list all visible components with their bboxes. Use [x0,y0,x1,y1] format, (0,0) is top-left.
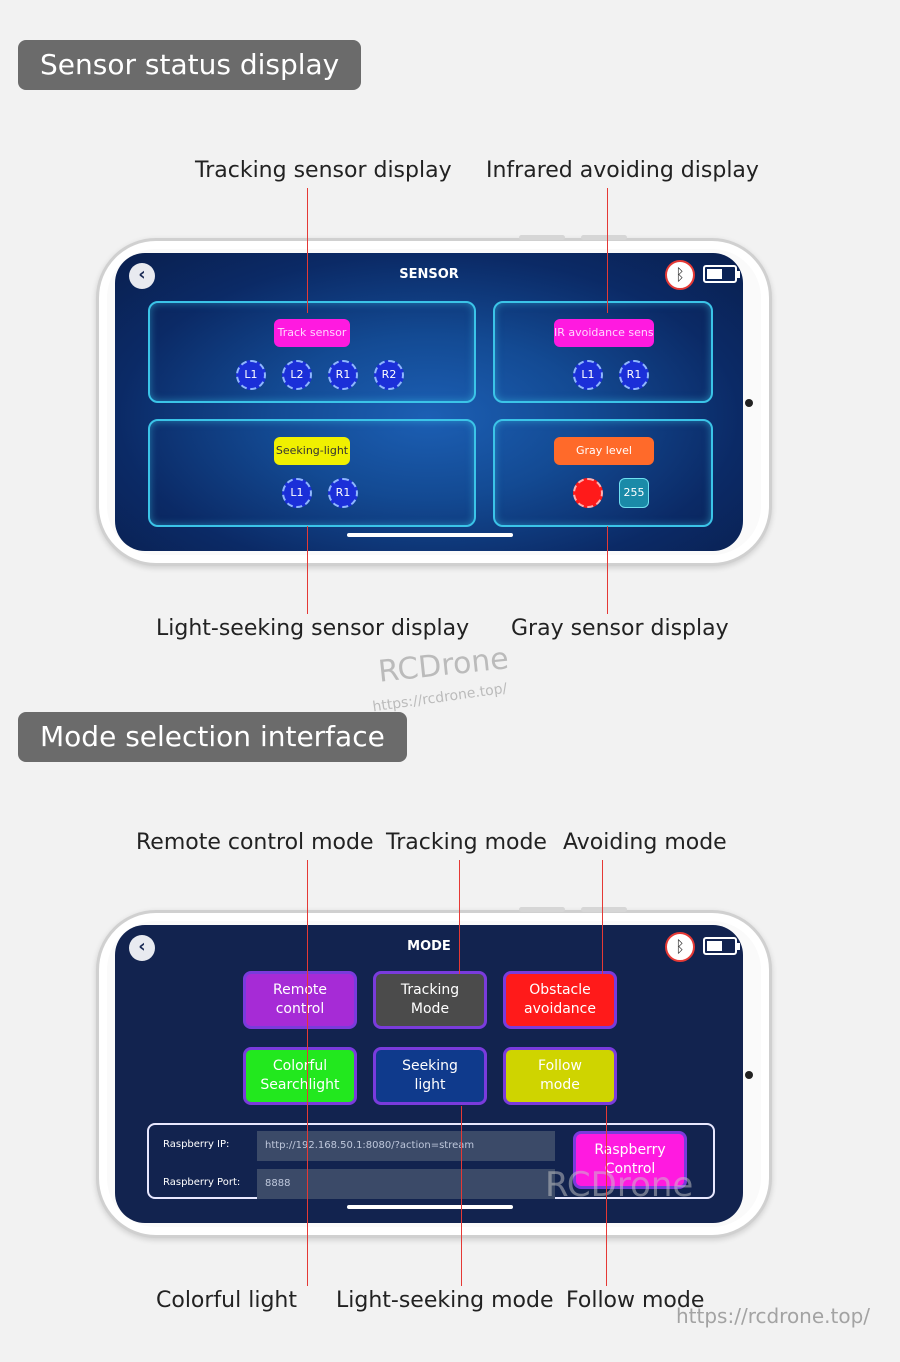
infrared-avoiding-callout: Infrared avoiding display [486,158,759,183]
button-line: Mode [410,1001,450,1017]
back-icon[interactable]: ‹ [129,935,155,961]
button-line: mode [540,1077,580,1093]
button-line: Colorful [272,1058,328,1074]
watermark-brand-screen: RCDrone [545,1165,694,1205]
button-line: avoidance [524,1001,596,1017]
avoiding-mode-callout: Avoiding mode [563,830,727,855]
screen-title: SENSOR [399,267,459,282]
back-icon[interactable]: ‹ [129,263,155,289]
callout-line [307,526,308,614]
battery-icon [703,937,740,955]
seek-dot-r1: R1 [328,478,358,508]
home-indicator [347,1205,513,1209]
raspberry-settings-panel: Raspberry IP: http://192.168.50.1:8080/?… [147,1123,715,1199]
seek-dot-l1: L1 [282,478,312,508]
tracking-mode-callout: Tracking mode [386,830,547,855]
bluetooth-off-icon[interactable]: ᛒ [665,260,695,290]
button-line: light [414,1077,446,1093]
ir-avoidance-panel: IR avoidance senso L1 R1 [493,301,713,403]
colorful-light-callout: Colorful light [156,1288,297,1313]
callout-line [607,188,608,313]
button-line: Remote [272,982,328,998]
button-line: Obstacle [529,982,591,998]
phone-volume-button [581,907,627,912]
ir-dot-l1: L1 [573,360,603,390]
raspberry-port-label: Raspberry Port: [163,1177,241,1188]
callout-line [459,860,460,974]
button-line: Follow [538,1058,582,1074]
bluetooth-off-icon[interactable]: ᛒ [665,932,695,962]
callout-line [602,860,603,974]
gray-level-panel: Gray level 255 [493,419,713,527]
gray-indicator-dot [573,478,603,508]
track-dot-l1: L1 [236,360,266,390]
callout-line [606,1106,607,1286]
seeking-light-panel: Seeking-light L1 R1 [148,419,476,527]
sensor-screen: ‹ SENSOR ᛒ Track sensor L1 L2 R1 R2 IR a… [115,253,743,551]
sensor-section-title: Sensor status display [18,40,362,90]
button-line: Tracking [400,982,460,998]
phone-camera [745,1071,753,1079]
ir-avoidance-tag: IR avoidance senso [554,319,654,347]
follow-mode-button[interactable]: Follow mode [503,1047,617,1105]
light-seeking-sensor-callout: Light-seeking sensor display [156,616,470,641]
phone-volume-button [519,907,565,912]
light-seeking-mode-callout: Light-seeking mode [336,1288,554,1313]
track-dot-r1: R1 [328,360,358,390]
obstacle-avoidance-button[interactable]: Obstacle avoidance [503,971,617,1029]
track-sensor-panel: Track sensor L1 L2 R1 R2 [148,301,476,403]
screen-title: MODE [407,939,451,954]
gray-level-tag: Gray level [554,437,654,465]
raspberry-ip-input[interactable]: http://192.168.50.1:8080/?action=stream [257,1131,555,1161]
battery-icon [703,265,740,283]
phone-volume-button [519,235,565,240]
callout-line [307,860,308,1286]
button-line: Searchlight [260,1077,340,1093]
raspberry-port-input[interactable]: 8888 [257,1169,555,1199]
button-line: Raspberry [594,1142,666,1158]
ir-dot-r1: R1 [619,360,649,390]
callout-line [461,1106,462,1286]
track-dot-r2: R2 [374,360,404,390]
watermark-url-corner: https://rcdrone.top/ [676,1304,871,1328]
mode-section-title: Mode selection interface [18,712,407,762]
gray-sensor-callout: Gray sensor display [511,616,729,641]
phone-volume-button [581,235,627,240]
home-indicator [347,533,513,537]
seeking-light-tag: Seeking-light [274,437,350,465]
phone-camera [745,399,753,407]
remote-control-callout: Remote control mode [136,830,374,855]
raspberry-ip-label: Raspberry IP: [163,1139,230,1150]
button-line: Seeking [402,1058,458,1074]
remote-control-button[interactable]: Remote control [243,971,357,1029]
callout-line [607,526,608,614]
button-line: Control [604,1161,656,1177]
phone-frame-sensor: ‹ SENSOR ᛒ Track sensor L1 L2 R1 R2 IR a… [96,235,772,566]
callout-line [307,188,308,313]
track-sensor-tag: Track sensor [274,319,350,347]
gray-value-box: 255 [619,478,649,508]
button-line: control [275,1001,325,1017]
tracking-sensor-callout: Tracking sensor display [195,158,452,183]
track-dot-l2: L2 [282,360,312,390]
seeking-light-button[interactable]: Seeking light [373,1047,487,1105]
follow-mode-callout: Follow mode [566,1288,705,1313]
